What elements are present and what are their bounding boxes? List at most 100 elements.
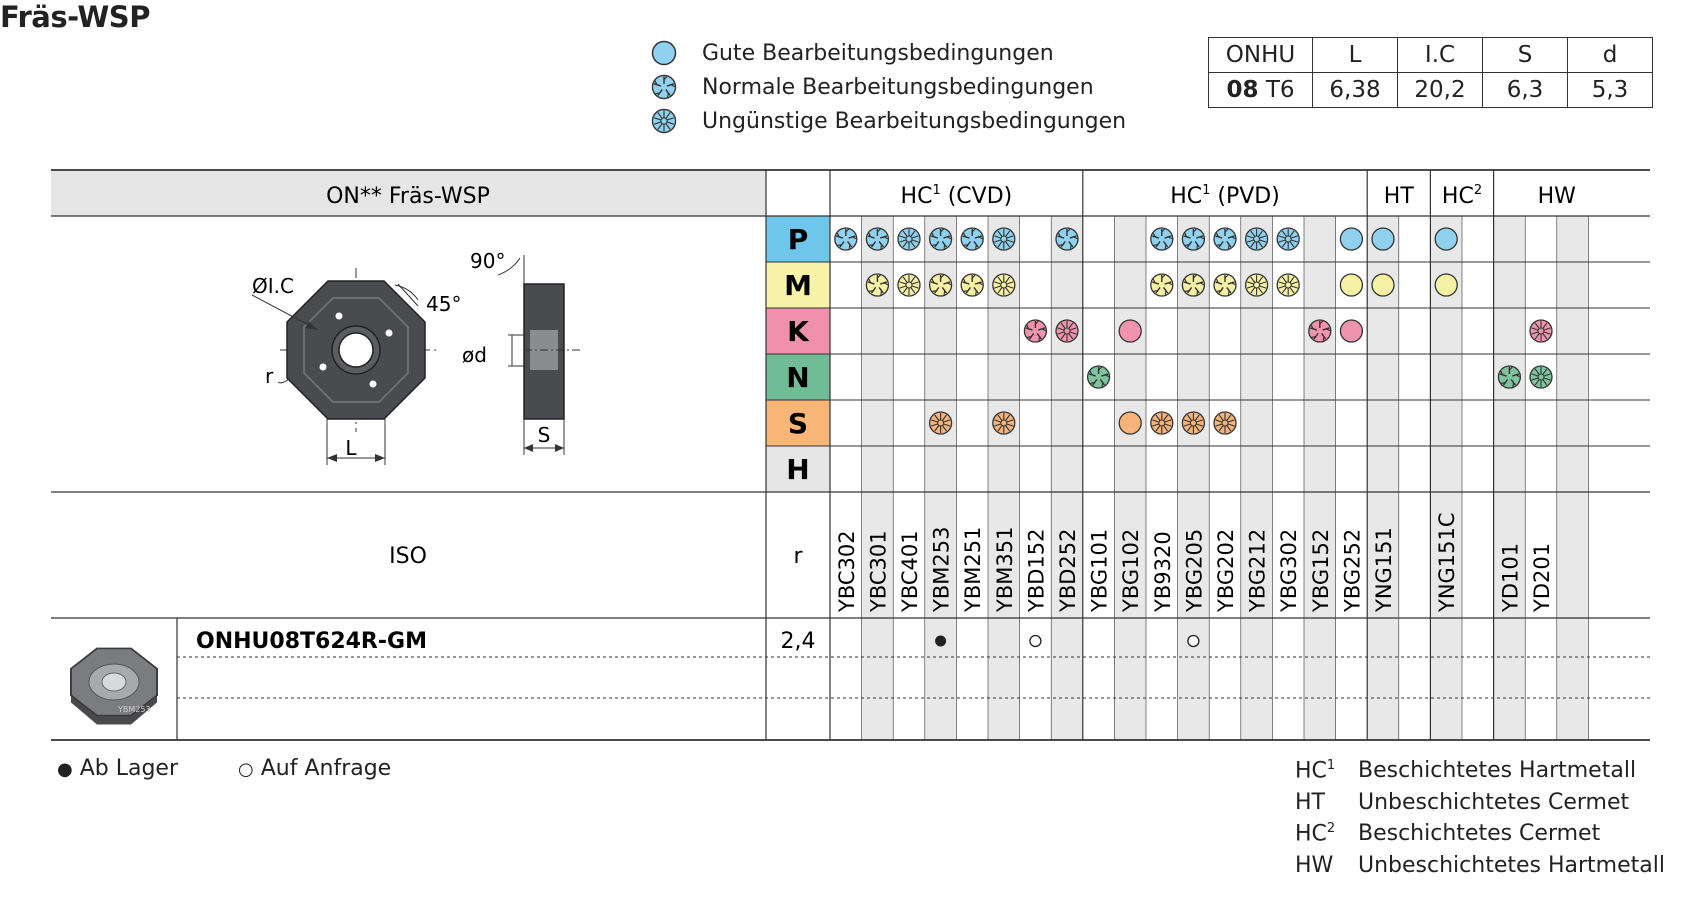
glossary-sup: 1 — [1326, 758, 1336, 773]
grade-label: YBD252 — [1056, 529, 1080, 614]
normal-conditions-icon — [651, 74, 677, 100]
material-label: K — [787, 315, 810, 348]
page-title: Fräs-WSP — [0, 0, 150, 34]
column-stripe — [1114, 216, 1146, 740]
table-lines — [51, 169, 1650, 741]
insert-header-cell — [51, 170, 766, 216]
drawing-diameter-label: ØI.C — [252, 274, 294, 298]
group-header: HC1 (PVD) — [1170, 183, 1280, 209]
photo-grade-text: YBM253 — [117, 705, 151, 714]
suitability-symbol — [1055, 227, 1079, 251]
suitability-symbol — [928, 273, 953, 297]
column-stripe — [988, 216, 1020, 740]
on-request-circle-icon — [1187, 634, 1200, 648]
on-request-circle-icon — [1029, 634, 1042, 648]
grade-label: YBM253 — [930, 527, 954, 613]
glossary-ht: HT — [1295, 790, 1325, 815]
grade-label: YBG102 — [1119, 529, 1143, 613]
legend-stock: ● Ab Lager — [57, 756, 178, 781]
legend-good-label: Gute Bearbeitungsbedingungen — [702, 40, 1054, 66]
dim-header-d: d — [1567, 37, 1653, 73]
glossary-hc1: HC1 — [1295, 758, 1335, 783]
grade-label: YBC302 — [835, 530, 859, 613]
suitability-symbol — [1150, 273, 1174, 297]
glossary-abbr: HC — [1295, 758, 1327, 784]
material-cell-k — [766, 308, 830, 354]
grade-label: YBG212 — [1246, 529, 1270, 613]
legend-request: ○ Auf Anfrage — [238, 756, 391, 781]
suitability-symbol — [1055, 319, 1079, 343]
suitability-symbol — [1371, 227, 1395, 251]
suitability-symbol — [1276, 227, 1300, 251]
drawing-r-label: r — [265, 364, 274, 388]
material-label: H — [786, 453, 809, 486]
suitability-symbol — [1339, 319, 1364, 343]
material-cell-h — [766, 446, 830, 492]
grade-label: YNG151C — [1435, 512, 1459, 613]
column-stripe — [861, 216, 894, 740]
suitability-symbol — [1529, 319, 1553, 343]
suitability-symbol — [865, 273, 890, 297]
material-cell-n — [766, 354, 830, 400]
dim-value-onhu: 08 T6 — [1208, 72, 1313, 108]
suitability-symbol — [1244, 227, 1269, 251]
grade-label: YBG205 — [1182, 529, 1206, 613]
suitability-symbol — [960, 227, 984, 251]
grade-label: YBG302 — [1277, 529, 1301, 613]
glossary-text: Unbeschichtetes Cermet — [1358, 790, 1630, 815]
column-stripe — [1430, 216, 1462, 740]
group-header: HC2 — [1442, 183, 1482, 209]
suitability-symbol — [1497, 365, 1522, 389]
group-header: HT — [1384, 184, 1415, 209]
stock-dot-icon: ● — [57, 759, 73, 780]
suitability-symbol — [1213, 411, 1237, 435]
insert-drawing-front: ØI.C 45° r L — [251, 268, 461, 465]
glossary-text: Beschichtetes Cermet — [1358, 821, 1601, 846]
suitability-symbol — [1339, 273, 1364, 297]
column-stripe — [1556, 216, 1589, 740]
material-cell-s — [766, 400, 830, 446]
dimensions-value-row: 08 T6 6,38 20,2 6,3 5,3 — [1208, 72, 1653, 108]
column-stripe — [924, 216, 957, 740]
request-circle-icon: ○ — [238, 759, 254, 780]
in-stock-dot-icon — [935, 635, 947, 647]
suitability-symbol — [1371, 273, 1395, 297]
material-label: P — [788, 223, 809, 256]
suitability-symbol — [1308, 319, 1332, 343]
suitability-symbol — [992, 411, 1016, 435]
good-conditions-icon — [651, 40, 677, 66]
suitability-symbol — [1213, 273, 1237, 297]
column-stripe — [1177, 216, 1210, 740]
column-stripe — [1051, 216, 1083, 740]
column-stripe — [1367, 216, 1399, 740]
grade-label: YBM251 — [961, 527, 985, 613]
suitability-symbol — [1244, 273, 1269, 297]
material-label: S — [788, 407, 808, 440]
suitability-symbol — [1150, 227, 1174, 251]
suitability-symbol — [928, 227, 953, 251]
suitability-symbols — [834, 227, 1553, 435]
grade-label: YD201 — [1530, 543, 1554, 613]
availability-marks — [935, 634, 1200, 648]
product-radius: 2,4 — [781, 629, 816, 654]
column-stripe — [1493, 216, 1526, 740]
group-header: HW — [1538, 184, 1577, 209]
grade-label: YBG202 — [1214, 529, 1238, 613]
drawing-d-label: ød — [462, 343, 487, 367]
insert-drawing-side: 90° ød S — [462, 249, 580, 455]
suitability-symbol — [928, 411, 953, 435]
suitability-symbol — [1118, 319, 1142, 343]
r-label: r — [793, 544, 803, 569]
dim-value-s: 6,3 — [1482, 72, 1568, 108]
suitability-symbol — [1213, 227, 1237, 251]
material-label: M — [784, 269, 812, 302]
glossary-sup: 2 — [1326, 821, 1336, 836]
insert-photo: YBM253 — [70, 647, 158, 725]
suitability-symbol — [1086, 365, 1111, 389]
drawing-angle90-label: 90° — [470, 249, 505, 273]
grade-label: YBD152 — [1024, 529, 1048, 614]
legend-normal-label: Normale Bearbeitungsbedingungen — [702, 74, 1094, 100]
